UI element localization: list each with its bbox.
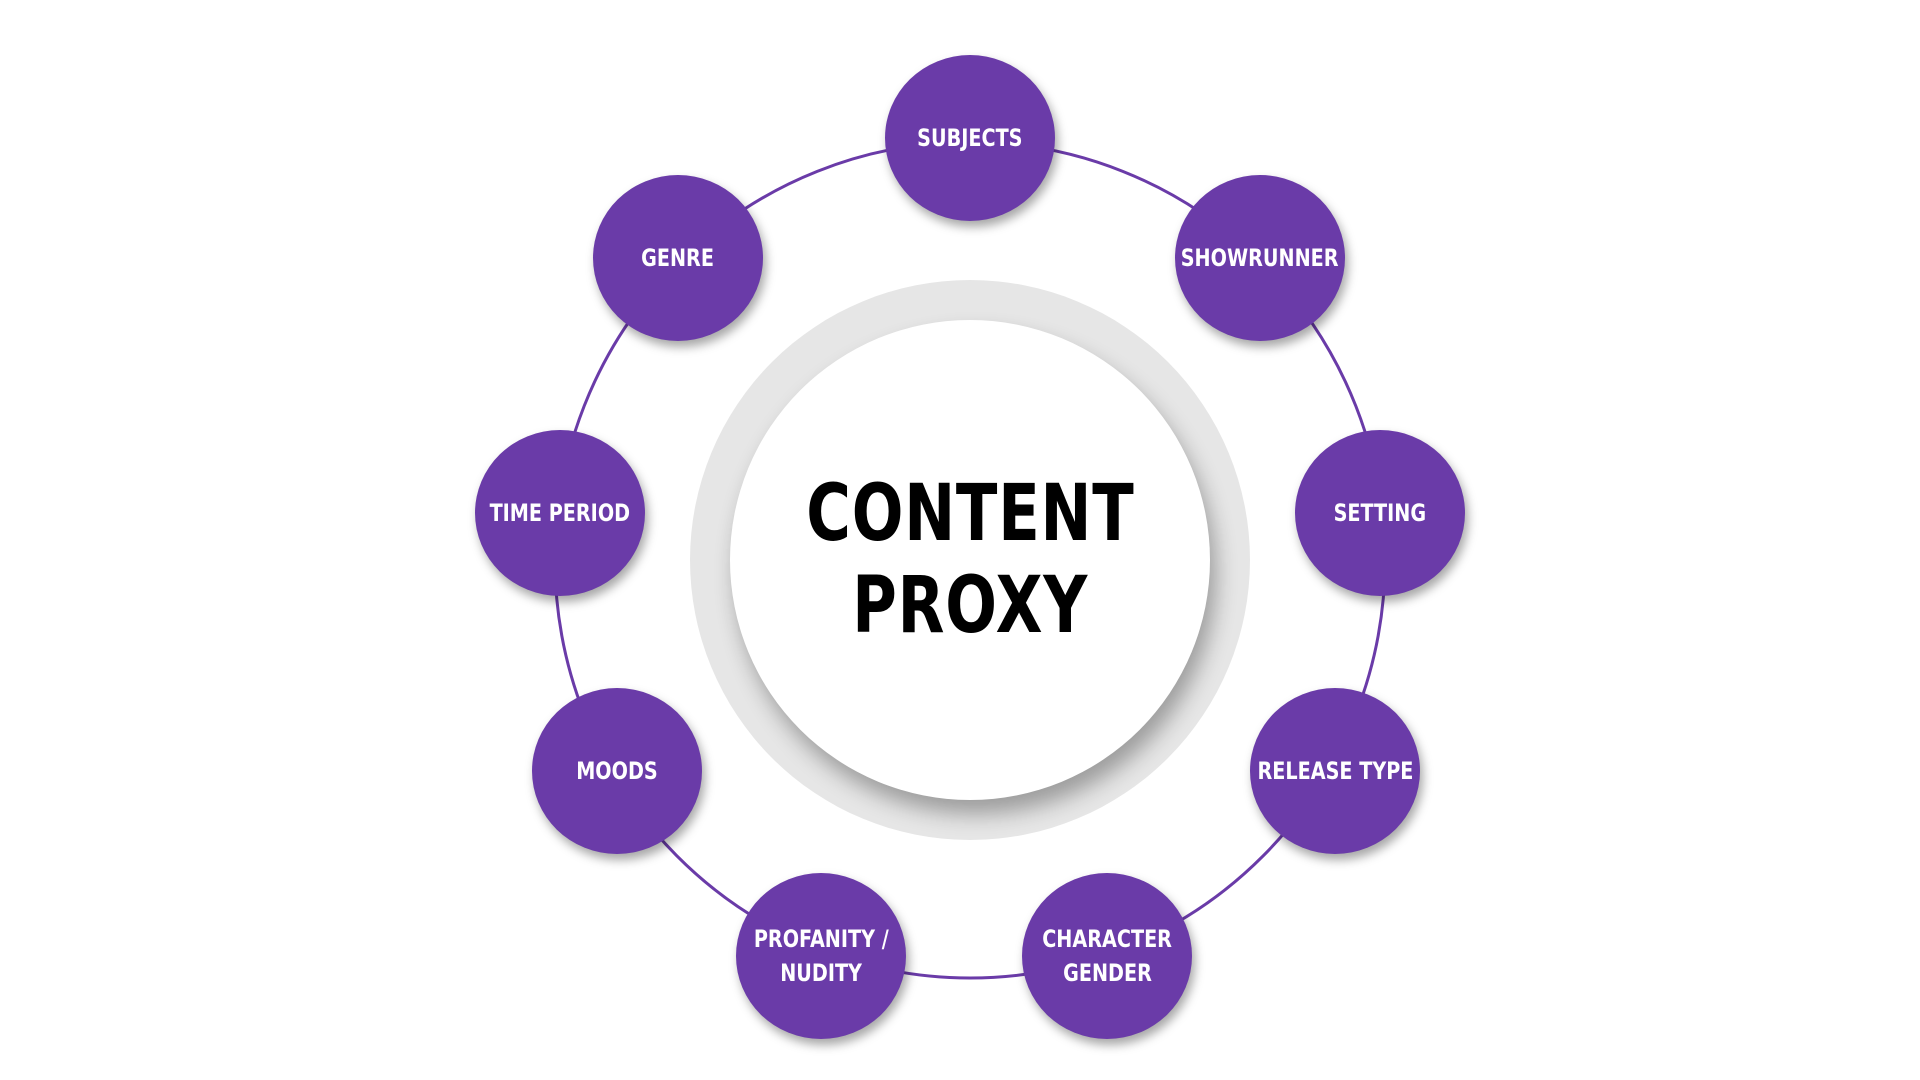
node-label: NUDITY <box>780 959 862 987</box>
node-profanity-nudity: PROFANITY / NUDITY <box>736 873 906 1039</box>
node-label: MOODS <box>576 757 658 785</box>
node-moods: MOODS <box>532 688 702 854</box>
center-hub: CONTENT PROXY <box>730 320 1210 800</box>
node-label: SETTING <box>1333 499 1427 527</box>
center-title-line-2: PROXY <box>852 561 1088 651</box>
node-label: TIME PERIOD <box>489 499 631 527</box>
node-release-type: RELEASE TYPE <box>1250 688 1420 854</box>
node-genre: GENRE <box>593 175 763 341</box>
center-title-line-1: CONTENT <box>805 469 1135 559</box>
node-subjects: SUBJECTS <box>885 55 1055 221</box>
node-character-gender: CHARACTER GENDER <box>1022 873 1192 1039</box>
node-setting: SETTING <box>1295 430 1465 596</box>
node-showrunner: SHOWRUNNER <box>1175 175 1345 341</box>
node-label: SUBJECTS <box>917 124 1023 152</box>
node-label: RELEASE TYPE <box>1257 757 1413 785</box>
node-label: PROFANITY / <box>753 925 889 953</box>
node-label: SHOWRUNNER <box>1181 244 1339 272</box>
node-label: GENDER <box>1062 959 1152 987</box>
node-label: GENRE <box>641 244 715 272</box>
node-time-period: TIME PERIOD <box>475 430 645 596</box>
node-label: CHARACTER <box>1042 925 1172 953</box>
